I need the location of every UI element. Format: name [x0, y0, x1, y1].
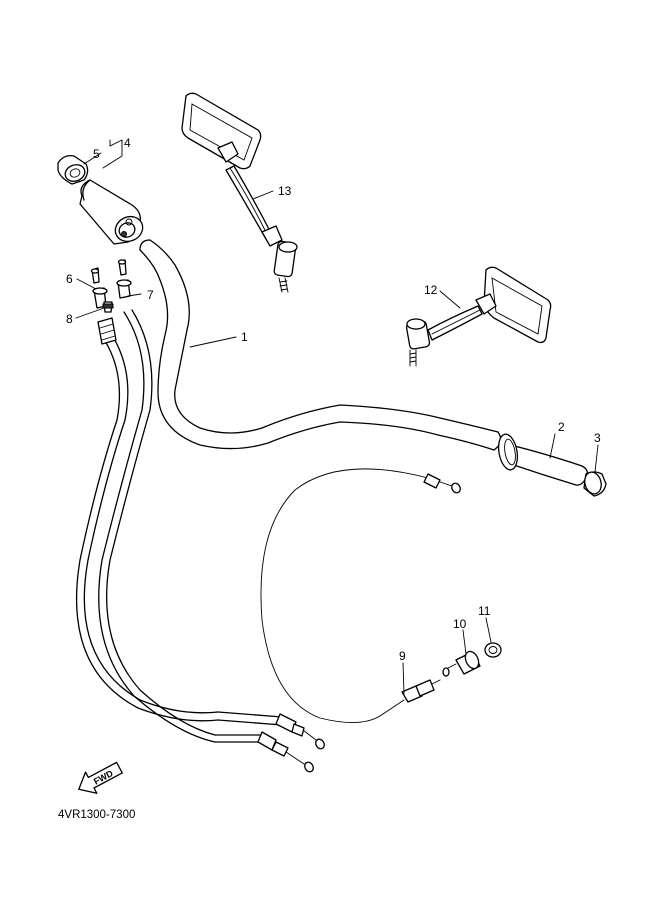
label-part-3: 3 — [594, 431, 601, 445]
label-part-6: 6 — [66, 272, 73, 286]
diagram-code: 4VR1300-7300 — [58, 809, 135, 821]
label-part-2: 2 — [558, 420, 565, 434]
cable-end-upper — [217, 711, 283, 726]
label-part-12: 12 — [424, 283, 438, 297]
throttle-cable — [98, 309, 216, 743]
left-grip-assembly — [79, 179, 144, 245]
label-part-13: 13 — [278, 184, 292, 198]
choke-nut — [484, 642, 502, 658]
handlebar — [139, 239, 502, 451]
cable-adjusters-lower — [257, 713, 325, 773]
cable-fitting-left — [90, 259, 132, 345]
label-part-1: 1 — [241, 330, 248, 344]
label-part-11: 11 — [478, 604, 491, 618]
choke-cable — [260, 468, 461, 723]
leader-lines — [75, 139, 599, 695]
clutch-cable — [75, 331, 219, 722]
label-part-9: 9 — [399, 649, 406, 663]
label-part-8: 8 — [66, 312, 73, 326]
right-mirror — [405, 266, 552, 367]
right-throttle-grip — [497, 433, 588, 486]
label-part-5: 5 — [93, 147, 100, 161]
label-part-10: 10 — [453, 617, 467, 631]
label-part-4: 4 — [124, 136, 131, 150]
left-mirror — [181, 92, 298, 293]
fwd-direction-arrow: FWD — [78, 761, 123, 794]
grip-cap — [583, 471, 607, 497]
grip-end-cap — [57, 155, 89, 185]
part-labels: 1 2 3 4 5 6 7 8 9 10 11 12 13 — [66, 136, 601, 663]
label-part-7: 7 — [147, 288, 154, 302]
choke-knob — [442, 650, 481, 677]
cable-end-lower — [214, 734, 263, 743]
